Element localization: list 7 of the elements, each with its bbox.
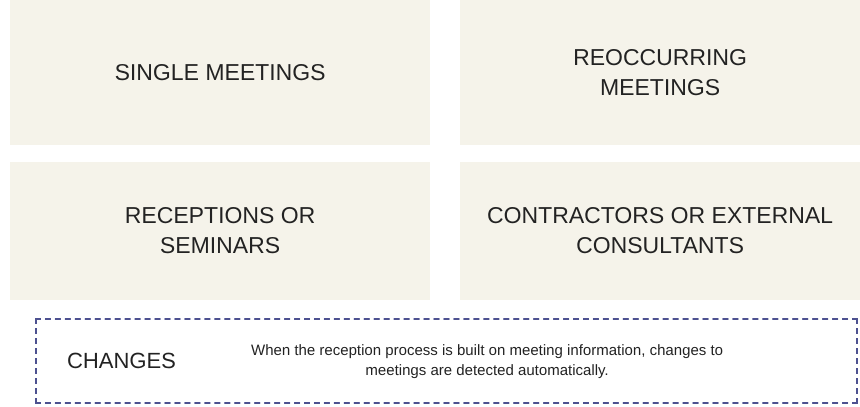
dashed-note-box (35, 318, 858, 404)
category-label: RECEPTIONS OR SEMINARS (124, 201, 316, 260)
category-label: REOCCURRING MEETINGS (572, 42, 748, 102)
note-text: When the reception process is built on meeting information, changes to meetings are detected automatically. (250, 340, 724, 381)
category-label: SINGLE MEETINGS (114, 58, 326, 87)
category-label: CONTRACTORS OR EXTERNAL CONSULTANTS (486, 201, 834, 260)
note-heading: CHANGES (67, 348, 177, 374)
